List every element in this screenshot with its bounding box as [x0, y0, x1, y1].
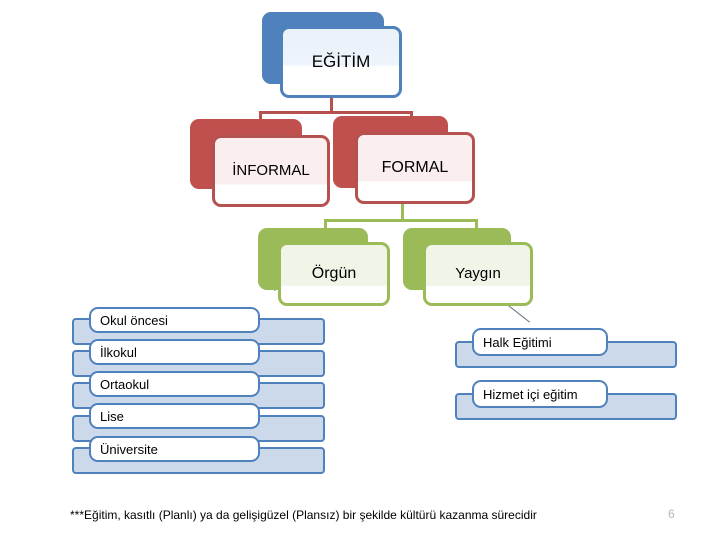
- connector-segment-horizontal: [324, 219, 478, 222]
- footnote-text: ***Eğitim, kasıtlı (Planlı) ya da gelişi…: [70, 508, 537, 522]
- node-label: FORMAL: [381, 159, 449, 177]
- list-item-pill: Hizmet içi eğitim: [472, 380, 608, 408]
- node-label: EĞİTİM: [311, 51, 371, 71]
- node-egitim[interactable]: EĞİTİM: [262, 12, 402, 98]
- list-item-label: Ortaokul: [100, 376, 150, 392]
- list-item-pill: Ortaokul: [89, 371, 260, 397]
- node-orgun[interactable]: Örgün: [258, 228, 390, 306]
- list-item-label: Halk Eğitimi: [483, 334, 552, 350]
- list-item-label: Hizmet içi eğitim: [483, 386, 578, 402]
- node-informal[interactable]: İNFORMAL: [190, 119, 330, 207]
- list-item-pill: Üniversite: [89, 436, 260, 462]
- node-card: EĞİTİM: [280, 26, 402, 98]
- connector-segment-vertical: [475, 219, 478, 231]
- connector-segment-horizontal: [259, 111, 413, 114]
- node-card: FORMAL: [355, 132, 475, 204]
- list-item-label: İlkokul: [100, 344, 137, 360]
- page-number: 6: [668, 507, 675, 521]
- node-yaygin[interactable]: Yaygın: [403, 228, 533, 306]
- list-item-pill: Lise: [89, 403, 260, 429]
- list-item-label: Lise: [100, 408, 124, 424]
- node-label: Örgün: [311, 265, 357, 283]
- connector-segment-vertical: [330, 97, 333, 114]
- node-card: Yaygın: [423, 242, 533, 306]
- list-item-pill: İlkokul: [89, 339, 260, 365]
- node-label: İNFORMAL: [232, 161, 310, 179]
- list-item-pill: Halk Eğitimi: [472, 328, 608, 356]
- list-item-label: Üniversite: [100, 441, 158, 457]
- node-card: İNFORMAL: [212, 135, 330, 207]
- node-formal[interactable]: FORMAL: [333, 116, 475, 206]
- connector-segment-vertical: [324, 219, 327, 231]
- node-label: Yaygın: [455, 264, 501, 282]
- connector-segment-vertical: [401, 203, 404, 221]
- node-card: Örgün: [278, 242, 390, 306]
- connector-segment-vertical: [259, 111, 262, 123]
- connector-segment-vertical: [410, 111, 413, 120]
- list-item-pill: Okul öncesi: [89, 307, 260, 333]
- list-item-label: Okul öncesi: [100, 312, 168, 328]
